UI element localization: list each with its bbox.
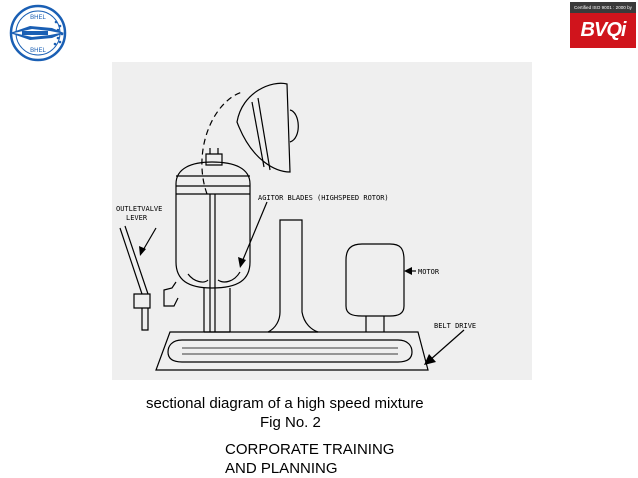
agitator-arrow-line: [241, 201, 268, 263]
mixer-sectional-diagram: OUTLETVALVE LEVER AGITOR BLADES (HIGHSPE…: [112, 62, 532, 380]
rotor-shaft: [209, 194, 216, 332]
label-agitator-blades: AGITOR BLADES (HIGHSPEED ROTOR): [258, 194, 389, 202]
certification-logo: Certified ISO 9001 : 2000 by BVQi: [570, 2, 636, 48]
mixer-lid: [236, 82, 291, 173]
lid-swing-arc: [201, 91, 243, 195]
outlet-valve: [163, 281, 179, 307]
label-belt-drive: BELT DRIVE: [434, 322, 476, 330]
bvqi-badge: BVQi: [570, 13, 636, 48]
label-outlet-valve-line1: OUTLETVALVE: [116, 205, 162, 213]
machine-base: [155, 331, 429, 371]
center-column: [267, 219, 319, 333]
logo-text-top: BHEL: [30, 15, 46, 21]
outlet-arrow-line: [141, 227, 157, 253]
belt-arrow-head: [424, 354, 436, 365]
agitator-blade-right: [217, 271, 241, 283]
agitator-arrow-head: [238, 257, 246, 268]
org-name-line1: CORPORATE TRAINING: [225, 441, 395, 458]
company-logo: BHEL BHEL: [4, 4, 72, 62]
outlet-valve-lever: [119, 225, 149, 295]
diagram-caption: sectional diagram of a high speed mixtur…: [146, 395, 424, 412]
bowl-support: [203, 288, 231, 333]
logo-text-bottom: BHEL: [30, 48, 46, 54]
motor: [345, 243, 405, 317]
mixer-bowl: [175, 161, 251, 289]
agitator-blade-left: [187, 273, 209, 283]
outlet-arrow-head: [139, 246, 146, 256]
lid-handle: [289, 109, 299, 143]
label-outlet-valve-line2: LEVER: [126, 214, 148, 222]
label-motor: MOTOR: [418, 268, 440, 276]
belt-arrow-line: [429, 329, 465, 361]
figure-number: Fig No. 2: [260, 414, 321, 431]
top-nozzle: [205, 153, 223, 166]
org-name-line2: AND PLANNING: [225, 460, 338, 477]
certification-text: Certified ISO 9001 : 2000 by: [570, 2, 636, 13]
belt-drive: [167, 339, 413, 363]
bvqi-brand-text: BVQi: [580, 19, 627, 41]
motor-arrow-head: [404, 267, 412, 275]
